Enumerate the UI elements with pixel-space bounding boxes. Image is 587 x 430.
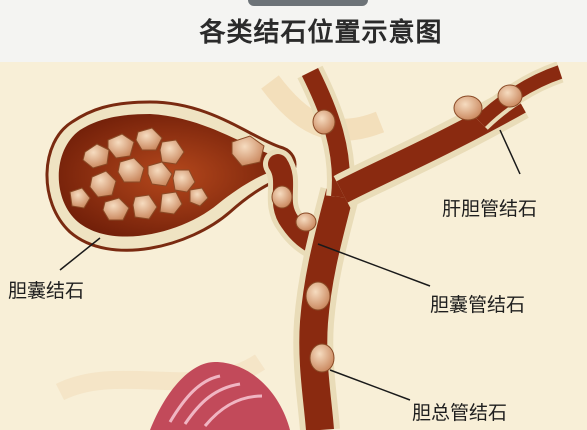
diagram-title: 各类结石位置示意图 xyxy=(0,12,587,52)
hepatic-ducts xyxy=(310,72,560,197)
label-cystic-duct-stones: 胆囊管结石 xyxy=(430,290,525,317)
label-gallbladder-stones: 胆囊结石 xyxy=(8,276,84,303)
anatomy-drawing xyxy=(0,62,587,430)
label-intrahepatic-stones: 肝胆管结石 xyxy=(442,194,537,221)
label-common-bile-duct-stones: 胆总管结石 xyxy=(412,398,507,425)
biliary-illustration: 肝胆管结石 胆囊结石 胆囊管结石 胆总管结石 xyxy=(0,62,587,430)
title-tab-decoration xyxy=(248,0,368,6)
